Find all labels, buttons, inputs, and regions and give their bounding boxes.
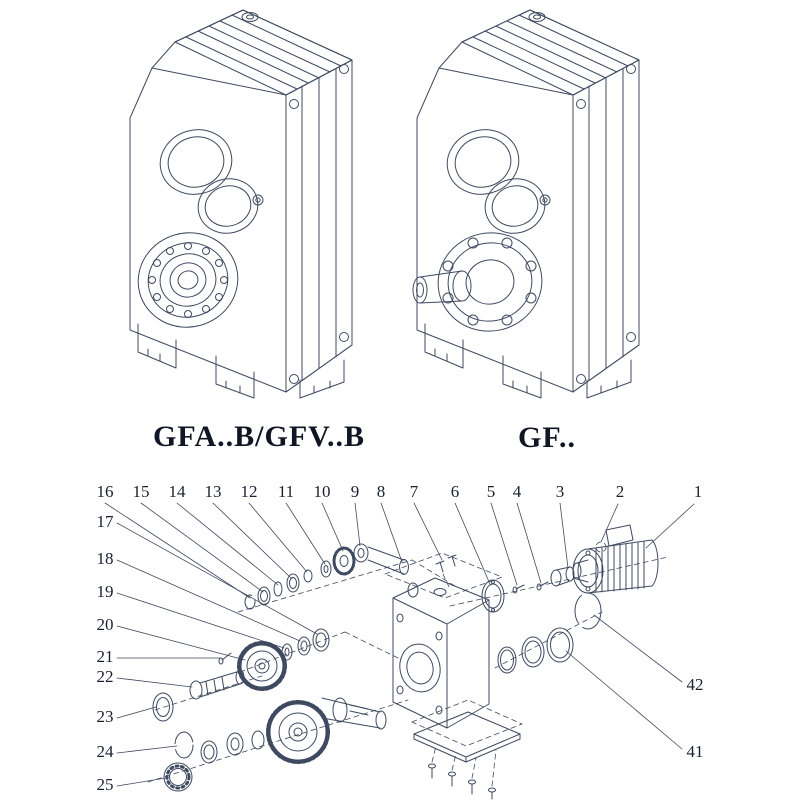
bottom-cover-parts [411, 699, 523, 800]
output-shaft-parts [163, 697, 387, 792]
model-label-left: GFA..B/GFV..B [153, 420, 365, 453]
part-callout-12: 12 [240, 482, 258, 501]
cover-bolt [468, 757, 477, 795]
part-callout-20: 20 [96, 615, 114, 634]
gearbox-right-drawing [412, 9, 640, 399]
output-flange-right [437, 232, 543, 332]
part-callout-9: 9 [350, 482, 360, 501]
part-callout-17: 17 [96, 512, 114, 531]
bearing-cover-left [137, 232, 239, 328]
gearbox-housing [392, 577, 490, 729]
part-callout-6: 6 [450, 482, 460, 501]
exploded-view-drawing [104, 502, 695, 800]
motor-flange-parts [481, 566, 575, 613]
part-callout-15: 15 [132, 482, 150, 501]
cover-bolt [488, 749, 497, 800]
gearbox-left-drawing [129, 9, 353, 399]
leader-lines [104, 502, 695, 787]
part-callout-16: 16 [96, 482, 114, 501]
part-callout-18: 18 [96, 549, 114, 568]
part-callout-4: 4 [512, 482, 522, 501]
motor-assembly [572, 524, 659, 594]
top-plug-left [241, 12, 259, 22]
output-shaft-right [412, 270, 472, 304]
part-callout-22: 22 [96, 667, 114, 686]
cover-bolt [448, 753, 457, 787]
part-callout-1: 1 [693, 482, 703, 501]
part-callout-7: 7 [409, 482, 419, 501]
part-callout-19: 19 [96, 582, 114, 601]
part-callout-11: 11 [277, 482, 295, 501]
mount-panel-right [572, 59, 640, 393]
part-callout-21: 21 [96, 647, 114, 666]
assembly-axes [147, 541, 669, 783]
part-callout-42: 42 [686, 675, 704, 694]
feet-right [424, 323, 632, 399]
top-plug-right [528, 12, 546, 22]
part-callout-41: 41 [686, 742, 704, 761]
part-callout-10: 10 [313, 482, 331, 501]
housing-top-screws [435, 554, 457, 590]
part-callout-25: 25 [96, 775, 114, 794]
part-callout-14: 14 [168, 482, 186, 501]
part-callout-5: 5 [486, 482, 496, 501]
part-callout-3: 3 [555, 482, 565, 501]
mount-panel-left [285, 59, 353, 393]
feet-left [137, 323, 345, 399]
intermediate-gear-parts [218, 628, 330, 691]
model-label-right: GF.. [518, 421, 576, 454]
input-bores-left [159, 129, 264, 234]
part-callout-8: 8 [376, 482, 386, 501]
part-callout-2: 2 [615, 482, 625, 501]
seal-ring-parts [497, 592, 602, 674]
pinion-shaft-parts [152, 669, 245, 722]
part-callout-13: 13 [204, 482, 222, 501]
part-callout-23: 23 [96, 707, 114, 726]
cover-bolt [428, 745, 437, 779]
part-callout-24: 24 [96, 742, 114, 761]
input-bores-right [446, 129, 551, 234]
